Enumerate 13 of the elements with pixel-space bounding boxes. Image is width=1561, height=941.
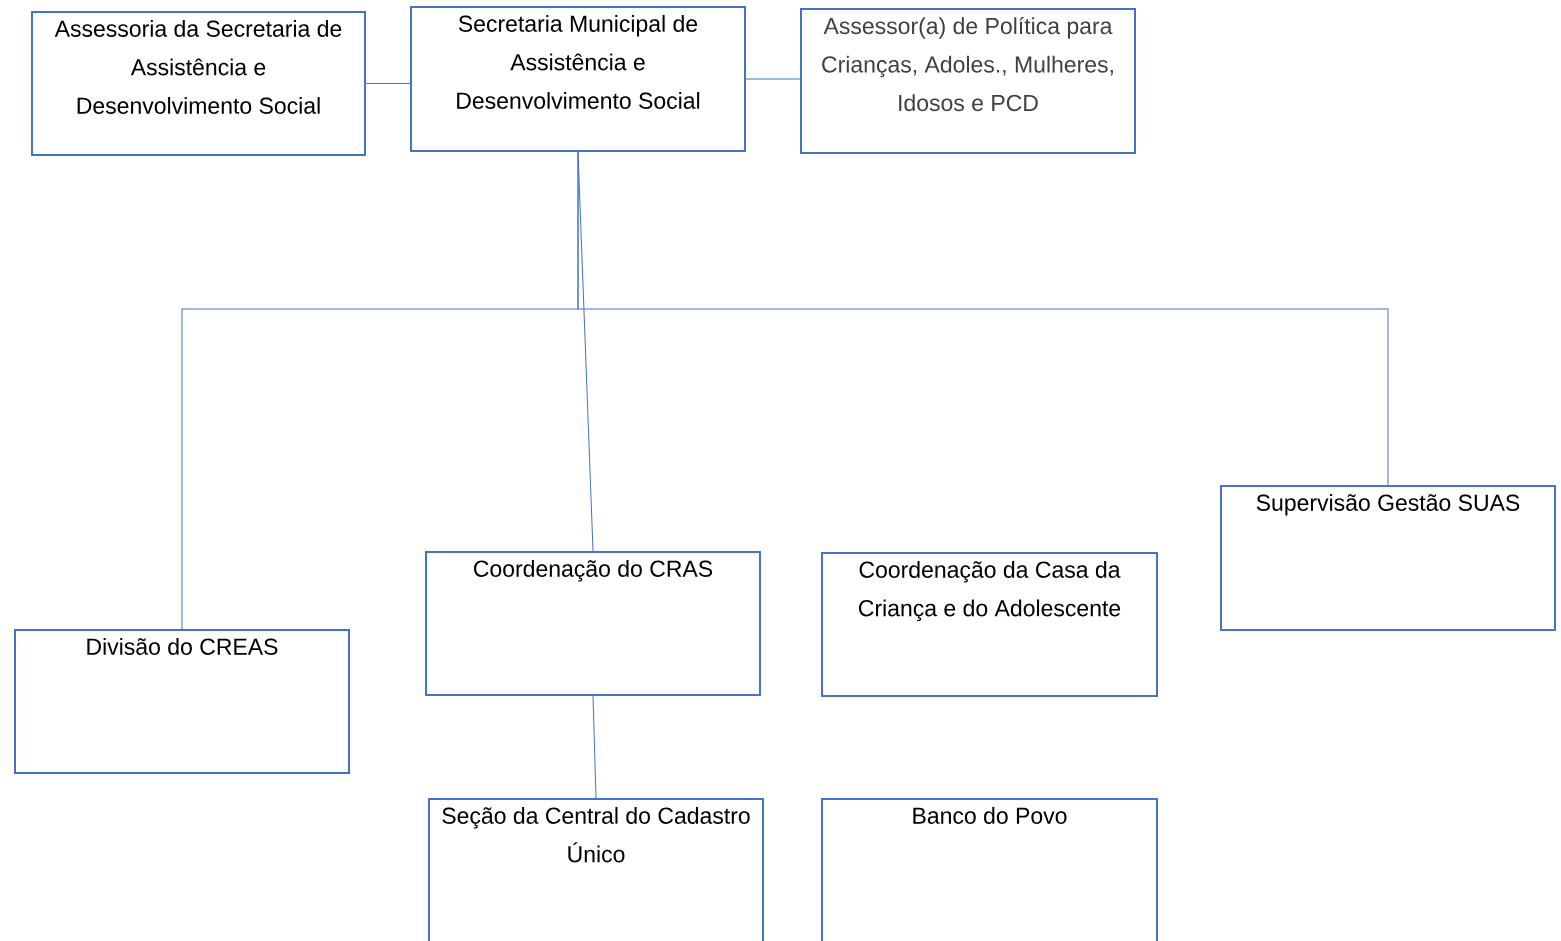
org-box: Assessoria da Secretaria de Assistência e Desenvolvimento Social	[31, 11, 366, 156]
org-box: Supervisão Gestão SUAS	[1220, 485, 1556, 631]
connector-line	[745, 78, 801, 80]
org-box: Coordenação do CRAS	[425, 551, 761, 696]
org-box: Divisão do CREAS	[14, 629, 350, 774]
connector-line	[592, 695, 597, 799]
org-box: Secretaria Municipal de Assistência e Desenvolvimento Social	[410, 6, 746, 152]
org-box: Seção da Central do Cadastro Único	[428, 798, 764, 941]
org-box: Banco do Povo	[821, 798, 1158, 941]
connector-line	[577, 151, 1389, 486]
org-box: Assessor(a) de Política para Crianças, Adoles., Mulheres, Idosos e PCD	[800, 8, 1136, 154]
org-box: Coordenação da Casa da Criança e do Adolescente	[821, 552, 1158, 697]
connector-line	[365, 83, 411, 84]
